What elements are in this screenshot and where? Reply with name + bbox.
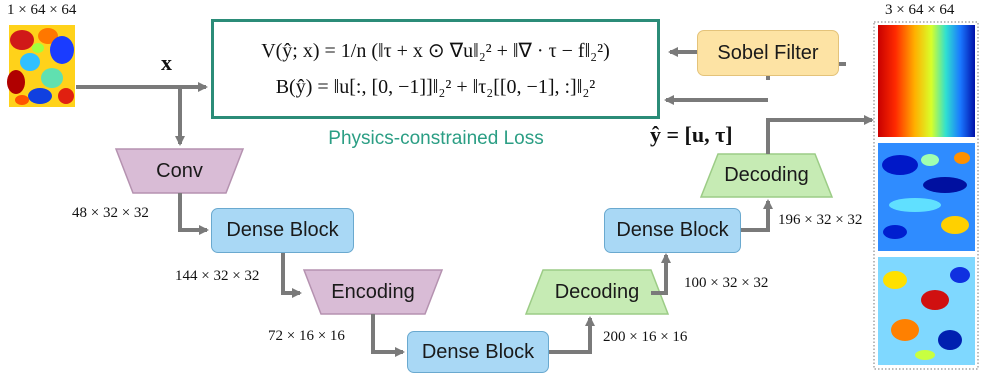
shape-after-encoding: 72 × 16 × 16 <box>268 328 345 344</box>
input-shape-label: 1 × 64 × 64 <box>7 2 77 18</box>
decoding-shape-1 <box>524 269 670 315</box>
loss-equation-b: B(ŷ) = ‖u[:, [0, −1]]‖₂² + ‖τ₂[[0, −1], … <box>275 76 596 98</box>
output-shape-label: 3 × 64 × 64 <box>885 2 955 18</box>
decoding-block-1: Decoding <box>554 280 640 303</box>
sobel-filter-block: Sobel Filter <box>697 30 839 76</box>
shape-after-decoding1: 100 × 32 × 32 <box>684 275 769 291</box>
loss-box: V(ŷ; x) = 1/n (‖τ + x ⊙ ∇u‖₂² + ‖∇ · τ −… <box>211 19 660 119</box>
output-field-image-middle <box>878 143 975 251</box>
input-symbol: x <box>161 50 172 75</box>
loss-equation-v: V(ŷ; x) = 1/n (‖τ + x ⊙ ∇u‖₂² + ‖∇ · τ −… <box>261 40 610 62</box>
output-group-frame <box>873 21 979 370</box>
shape-after-dense2: 200 × 16 × 16 <box>603 329 688 345</box>
decoding-shape-2 <box>699 153 834 198</box>
conv-shape <box>114 148 245 194</box>
dense-block-1: Dense Block <box>211 208 354 253</box>
conv-block: Conv <box>156 159 203 182</box>
output-symbol: ŷ = [u, τ] <box>650 122 733 147</box>
output-field-image-bottom <box>878 257 975 365</box>
dense-block-3: Dense Block <box>604 208 741 253</box>
output-field-image-top <box>878 25 975 137</box>
dense-block-2: Dense Block <box>407 331 549 373</box>
shape-after-dense1: 144 × 32 × 32 <box>175 268 260 284</box>
loss-caption: Physics-constrained Loss <box>328 128 544 149</box>
shape-after-conv: 48 × 32 × 32 <box>72 205 149 221</box>
encoding-shape <box>302 269 444 315</box>
decoding-block-2: Decoding <box>724 164 809 186</box>
input-field-image <box>7 25 75 107</box>
encoding-block: Encoding <box>331 280 415 303</box>
shape-after-dense3: 196 × 32 × 32 <box>778 212 863 228</box>
